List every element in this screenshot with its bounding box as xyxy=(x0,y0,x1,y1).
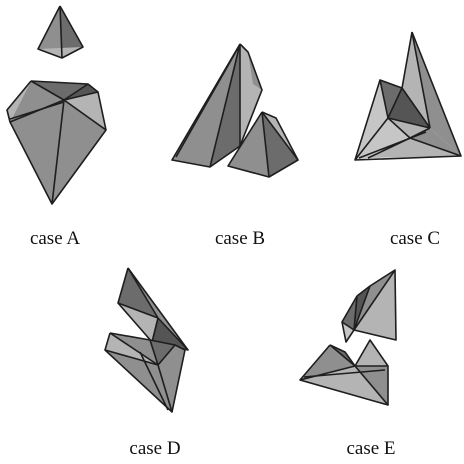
case-b-small-pyramid xyxy=(227,111,299,178)
caption-case-d: case D xyxy=(129,438,180,459)
case-b-shape xyxy=(171,43,299,178)
case-d-shape xyxy=(104,267,189,413)
case-e-upper-piece xyxy=(341,269,397,343)
case-d-lower-piece xyxy=(104,332,186,413)
case-a-small-tetrahedron xyxy=(37,5,84,59)
case-d-upper-piece xyxy=(117,267,189,351)
case-b-tall-wedge xyxy=(171,43,263,168)
caption-case-a: case A xyxy=(30,228,80,249)
case-a-large-polyhedron xyxy=(6,80,107,205)
case-e-shape xyxy=(299,269,397,406)
case-a-shape xyxy=(6,5,107,205)
case-c-shape xyxy=(354,31,462,161)
caption-case-c: case C xyxy=(390,228,440,249)
case-e-lower-piece xyxy=(299,339,389,406)
caption-case-e: case E xyxy=(346,438,395,459)
caption-case-b: case B xyxy=(215,228,265,249)
